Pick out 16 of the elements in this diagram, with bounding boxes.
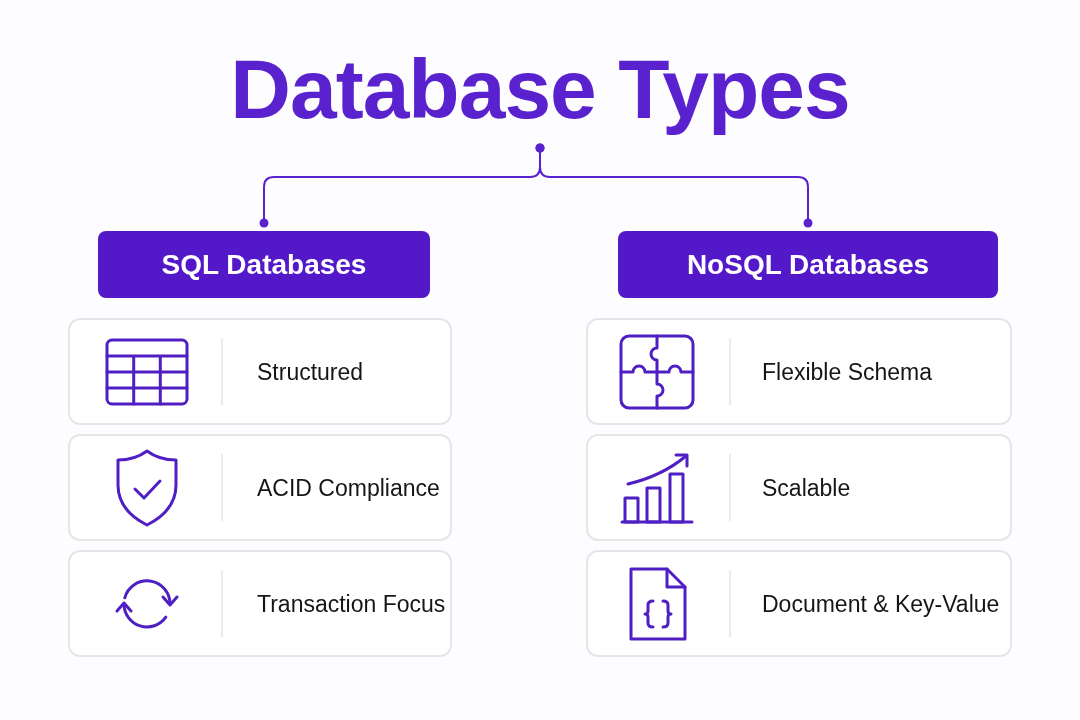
category-header: SQL Databases — [98, 231, 430, 298]
feature-label: Transaction Focus — [257, 590, 446, 617]
connector-line — [535, 143, 813, 228]
feature-label: Document & Key-Value — [762, 590, 1000, 617]
feature-card — [68, 550, 452, 657]
feature-label: Structured — [257, 358, 364, 385]
feature-card — [68, 318, 452, 425]
feature-label: ACID Compliance — [257, 474, 440, 501]
feature-label: Flexible Schema — [762, 358, 933, 385]
category-header: NoSQL Databases — [618, 231, 998, 298]
feature-label: Scalable — [762, 474, 851, 501]
feature-card — [586, 550, 1012, 657]
feature-card — [586, 318, 1012, 425]
feature-card — [586, 434, 1012, 541]
diagram-title: Database Types — [140, 36, 940, 142]
feature-card — [68, 434, 452, 541]
